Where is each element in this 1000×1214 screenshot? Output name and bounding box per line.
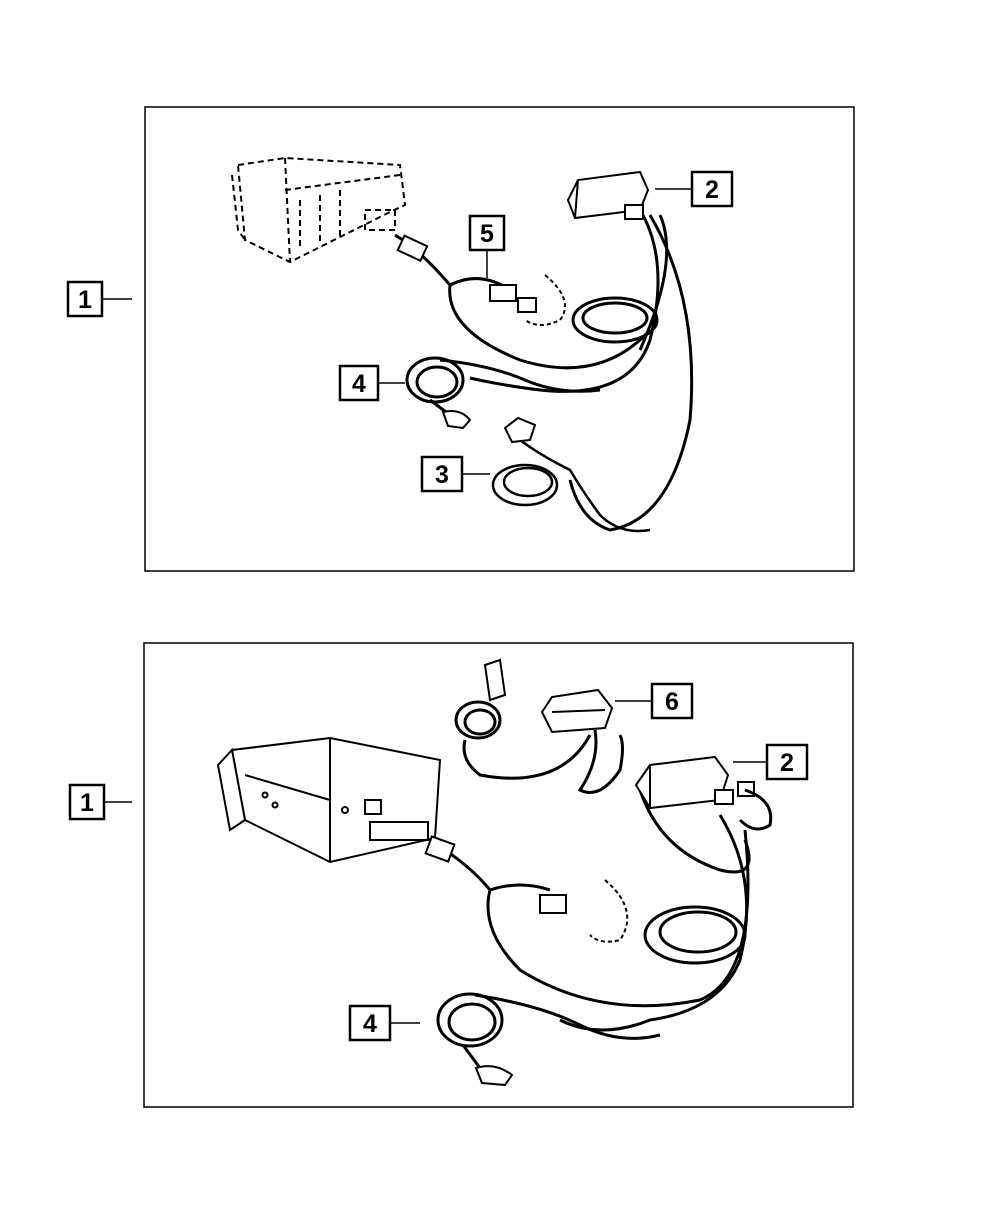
callout-label: 1 (78, 286, 92, 314)
antenna-puck-4 (441, 410, 472, 430)
microphone (483, 658, 507, 702)
module-6 (540, 688, 614, 734)
callout-label: 4 (352, 370, 366, 398)
callout-top-3: 3 (420, 455, 490, 493)
radio-connector (424, 835, 456, 863)
harness-connector-mate (517, 297, 537, 313)
module-2-loop (738, 788, 773, 831)
top-harness (394, 209, 694, 532)
antenna-puck-4 (474, 1065, 514, 1087)
callout-bottom-1: 1 (68, 783, 132, 821)
bottom-panel-frame (143, 642, 854, 1108)
callout-top-5: 5 (468, 214, 506, 278)
radio-unit-dashed (231, 156, 407, 264)
top-panel: 1 2 5 4 3 (66, 106, 855, 572)
callout-bottom-4: 4 (348, 1004, 420, 1042)
antenna-cable-3 (491, 438, 651, 533)
antenna-puck-3 (503, 416, 537, 444)
callout-label: 3 (435, 461, 449, 489)
harness-connector (539, 894, 567, 914)
callout-label: 1 (80, 789, 94, 817)
bottom-panel: 1 6 2 4 (68, 642, 854, 1108)
callout-bottom-6: 6 (615, 682, 694, 720)
callout-top-4: 4 (338, 364, 405, 402)
radio-unit-solid (216, 736, 442, 864)
callout-label: 4 (363, 1010, 377, 1038)
callout-label: 2 (780, 749, 794, 777)
callout-label: 6 (665, 688, 679, 716)
satellite-module (566, 170, 650, 220)
callout-top-1: 1 (66, 280, 132, 318)
callout-label: 2 (705, 176, 719, 204)
module-6-cable (462, 729, 624, 794)
radio-connector (396, 234, 429, 263)
callout-top-2: 2 (655, 170, 734, 208)
antenna-cable-4 (436, 992, 661, 1069)
callout-bottom-2: 2 (733, 743, 809, 781)
microphone-cable (454, 700, 502, 740)
satellite-module (634, 755, 755, 810)
callout-label: 5 (480, 220, 494, 248)
top-panel-frame (144, 106, 855, 572)
bottom-harness (429, 789, 751, 1032)
harness-connector (489, 284, 517, 302)
